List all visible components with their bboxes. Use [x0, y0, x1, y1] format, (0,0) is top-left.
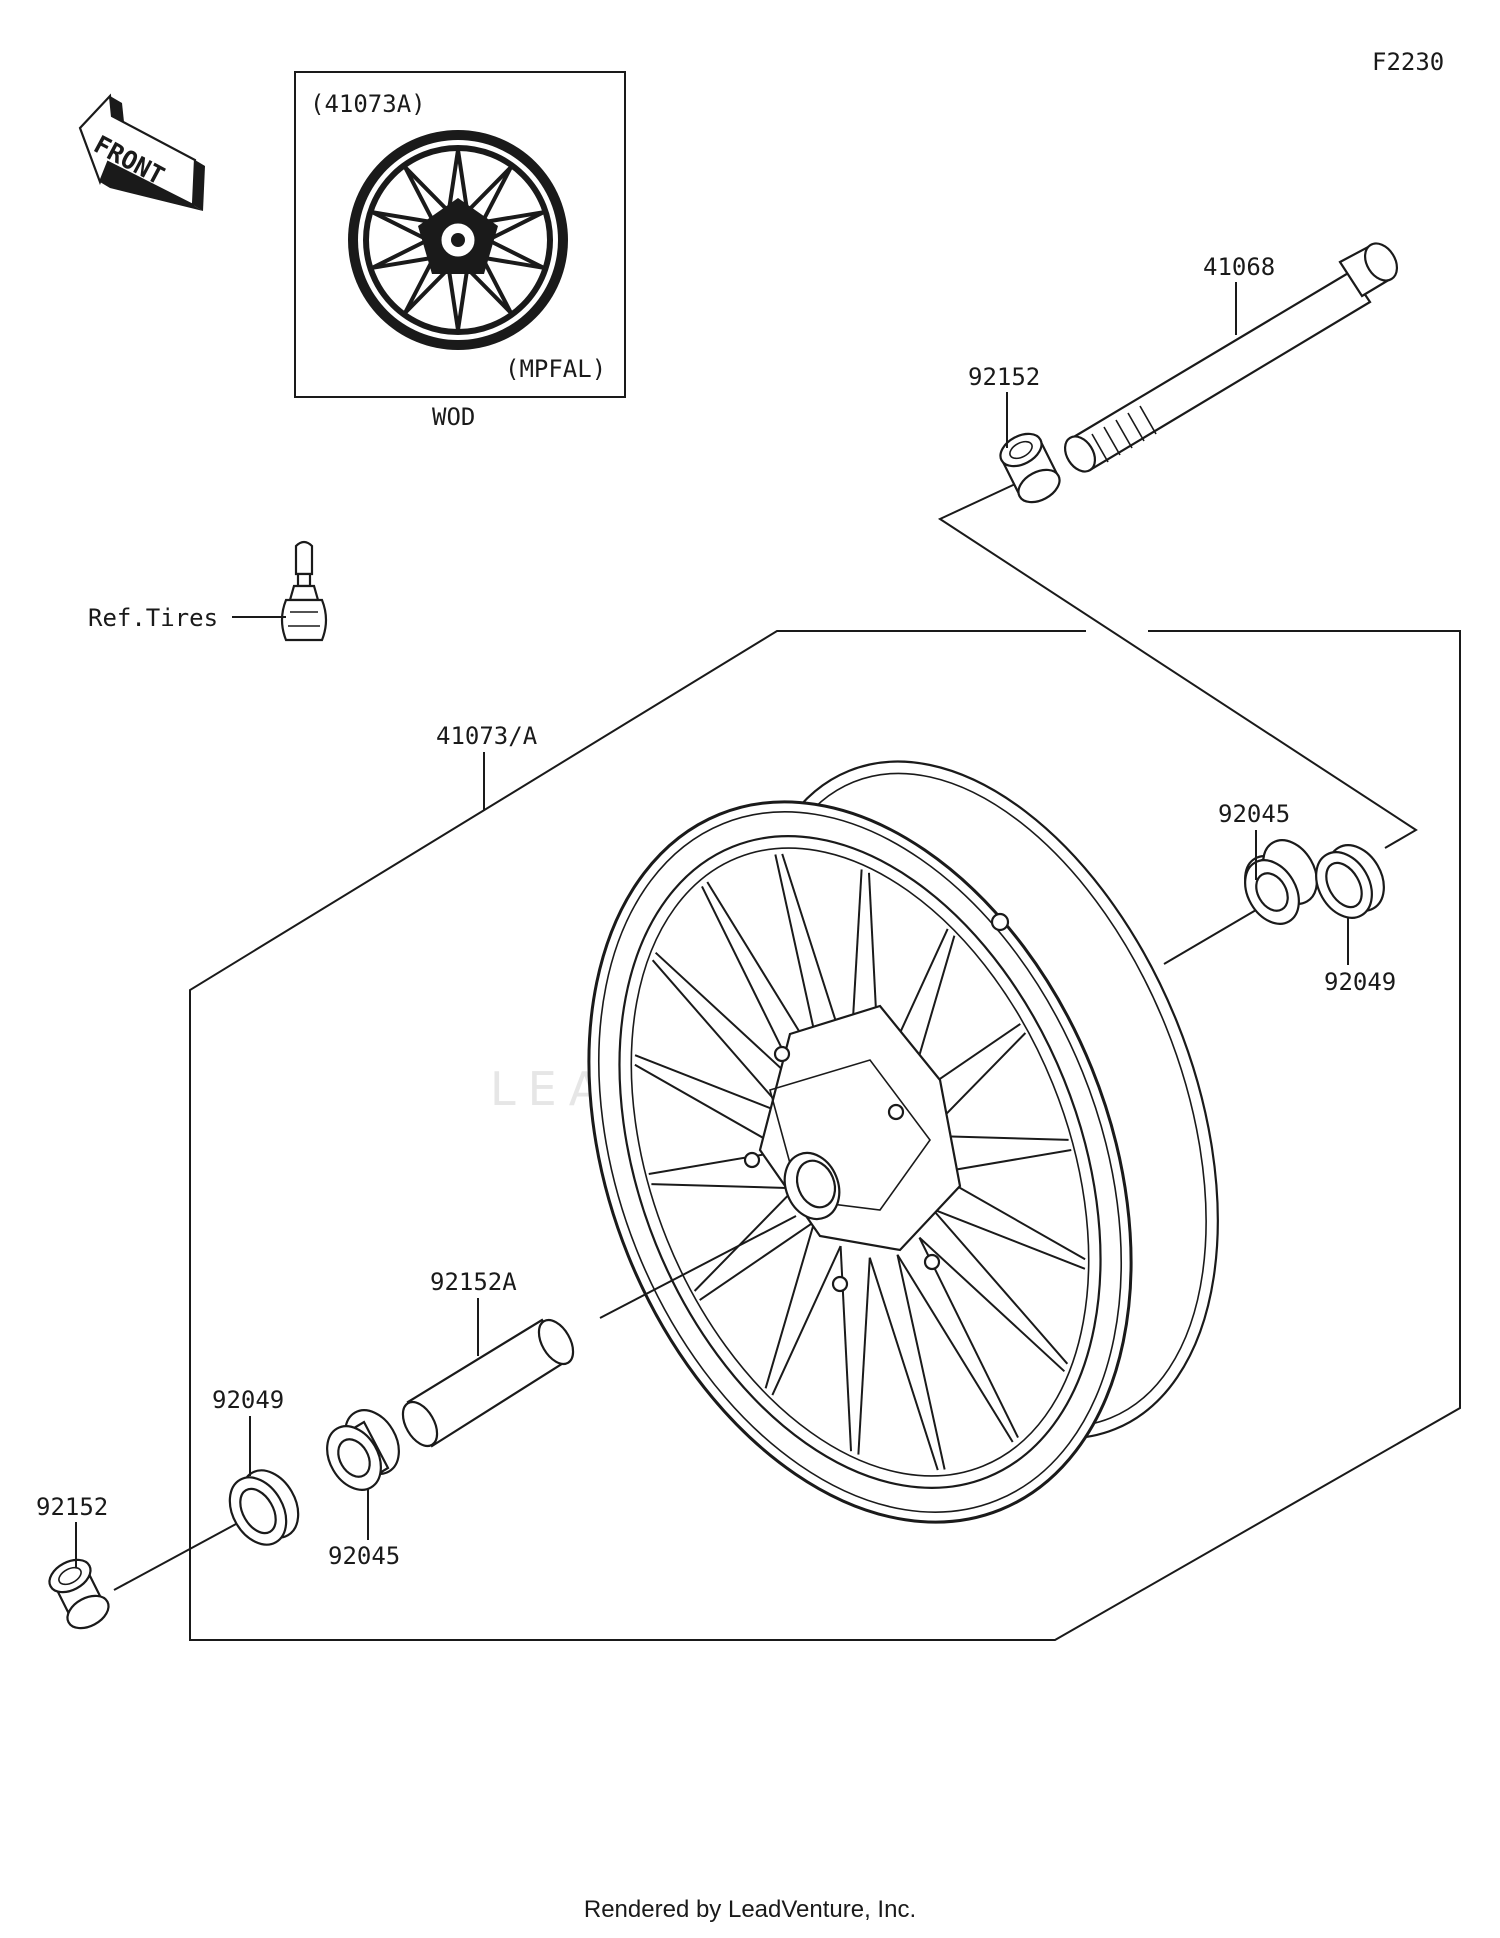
variant-inset: (41073A) (MPFAL) WOD [294, 71, 626, 431]
assembly-frame [189, 630, 1461, 1641]
callout-bearing-left: 92045 [328, 1542, 400, 1570]
callout-spacer: 92152A [430, 1268, 517, 1296]
axle-part-icon [1063, 242, 1399, 473]
inset-caption: WOD [432, 403, 475, 431]
seal-right-icon [1315, 844, 1385, 919]
inset-top-label: (41073A) [310, 90, 426, 118]
callout-bearing-right: 92045 [1218, 800, 1290, 828]
callout-wheel: 41073/A [436, 722, 538, 750]
spacer-icon [401, 1318, 575, 1448]
callout-seal-left: 92049 [212, 1386, 284, 1414]
callout-seal-right: 92049 [1324, 968, 1396, 996]
callout-axle: 41068 [1203, 253, 1275, 281]
front-arrow-icon: FRONT [78, 93, 205, 211]
seal-left-icon [228, 1469, 300, 1546]
axle-route-line [937, 478, 1418, 849]
inset-bottom-label: (MPFAL) [505, 355, 606, 383]
footer-credit: Rendered by LeadVenture, Inc. [583, 1896, 917, 1923]
wheel-rim-icon [587, 760, 1219, 1524]
bearing-left-icon [326, 1409, 400, 1491]
callout-collar-upper: 92152 [968, 363, 1040, 391]
collar-left-icon [48, 1558, 110, 1630]
inset-wheel-icon [348, 130, 568, 350]
valve-stem-icon [280, 540, 328, 642]
callout-collar-left: 92152 [36, 1493, 108, 1521]
bearing-right-icon [1244, 839, 1318, 925]
diagram-code: F2230 [1372, 48, 1444, 76]
callout-valve: Ref.Tires [88, 604, 218, 632]
collar-upper-icon [999, 432, 1061, 504]
